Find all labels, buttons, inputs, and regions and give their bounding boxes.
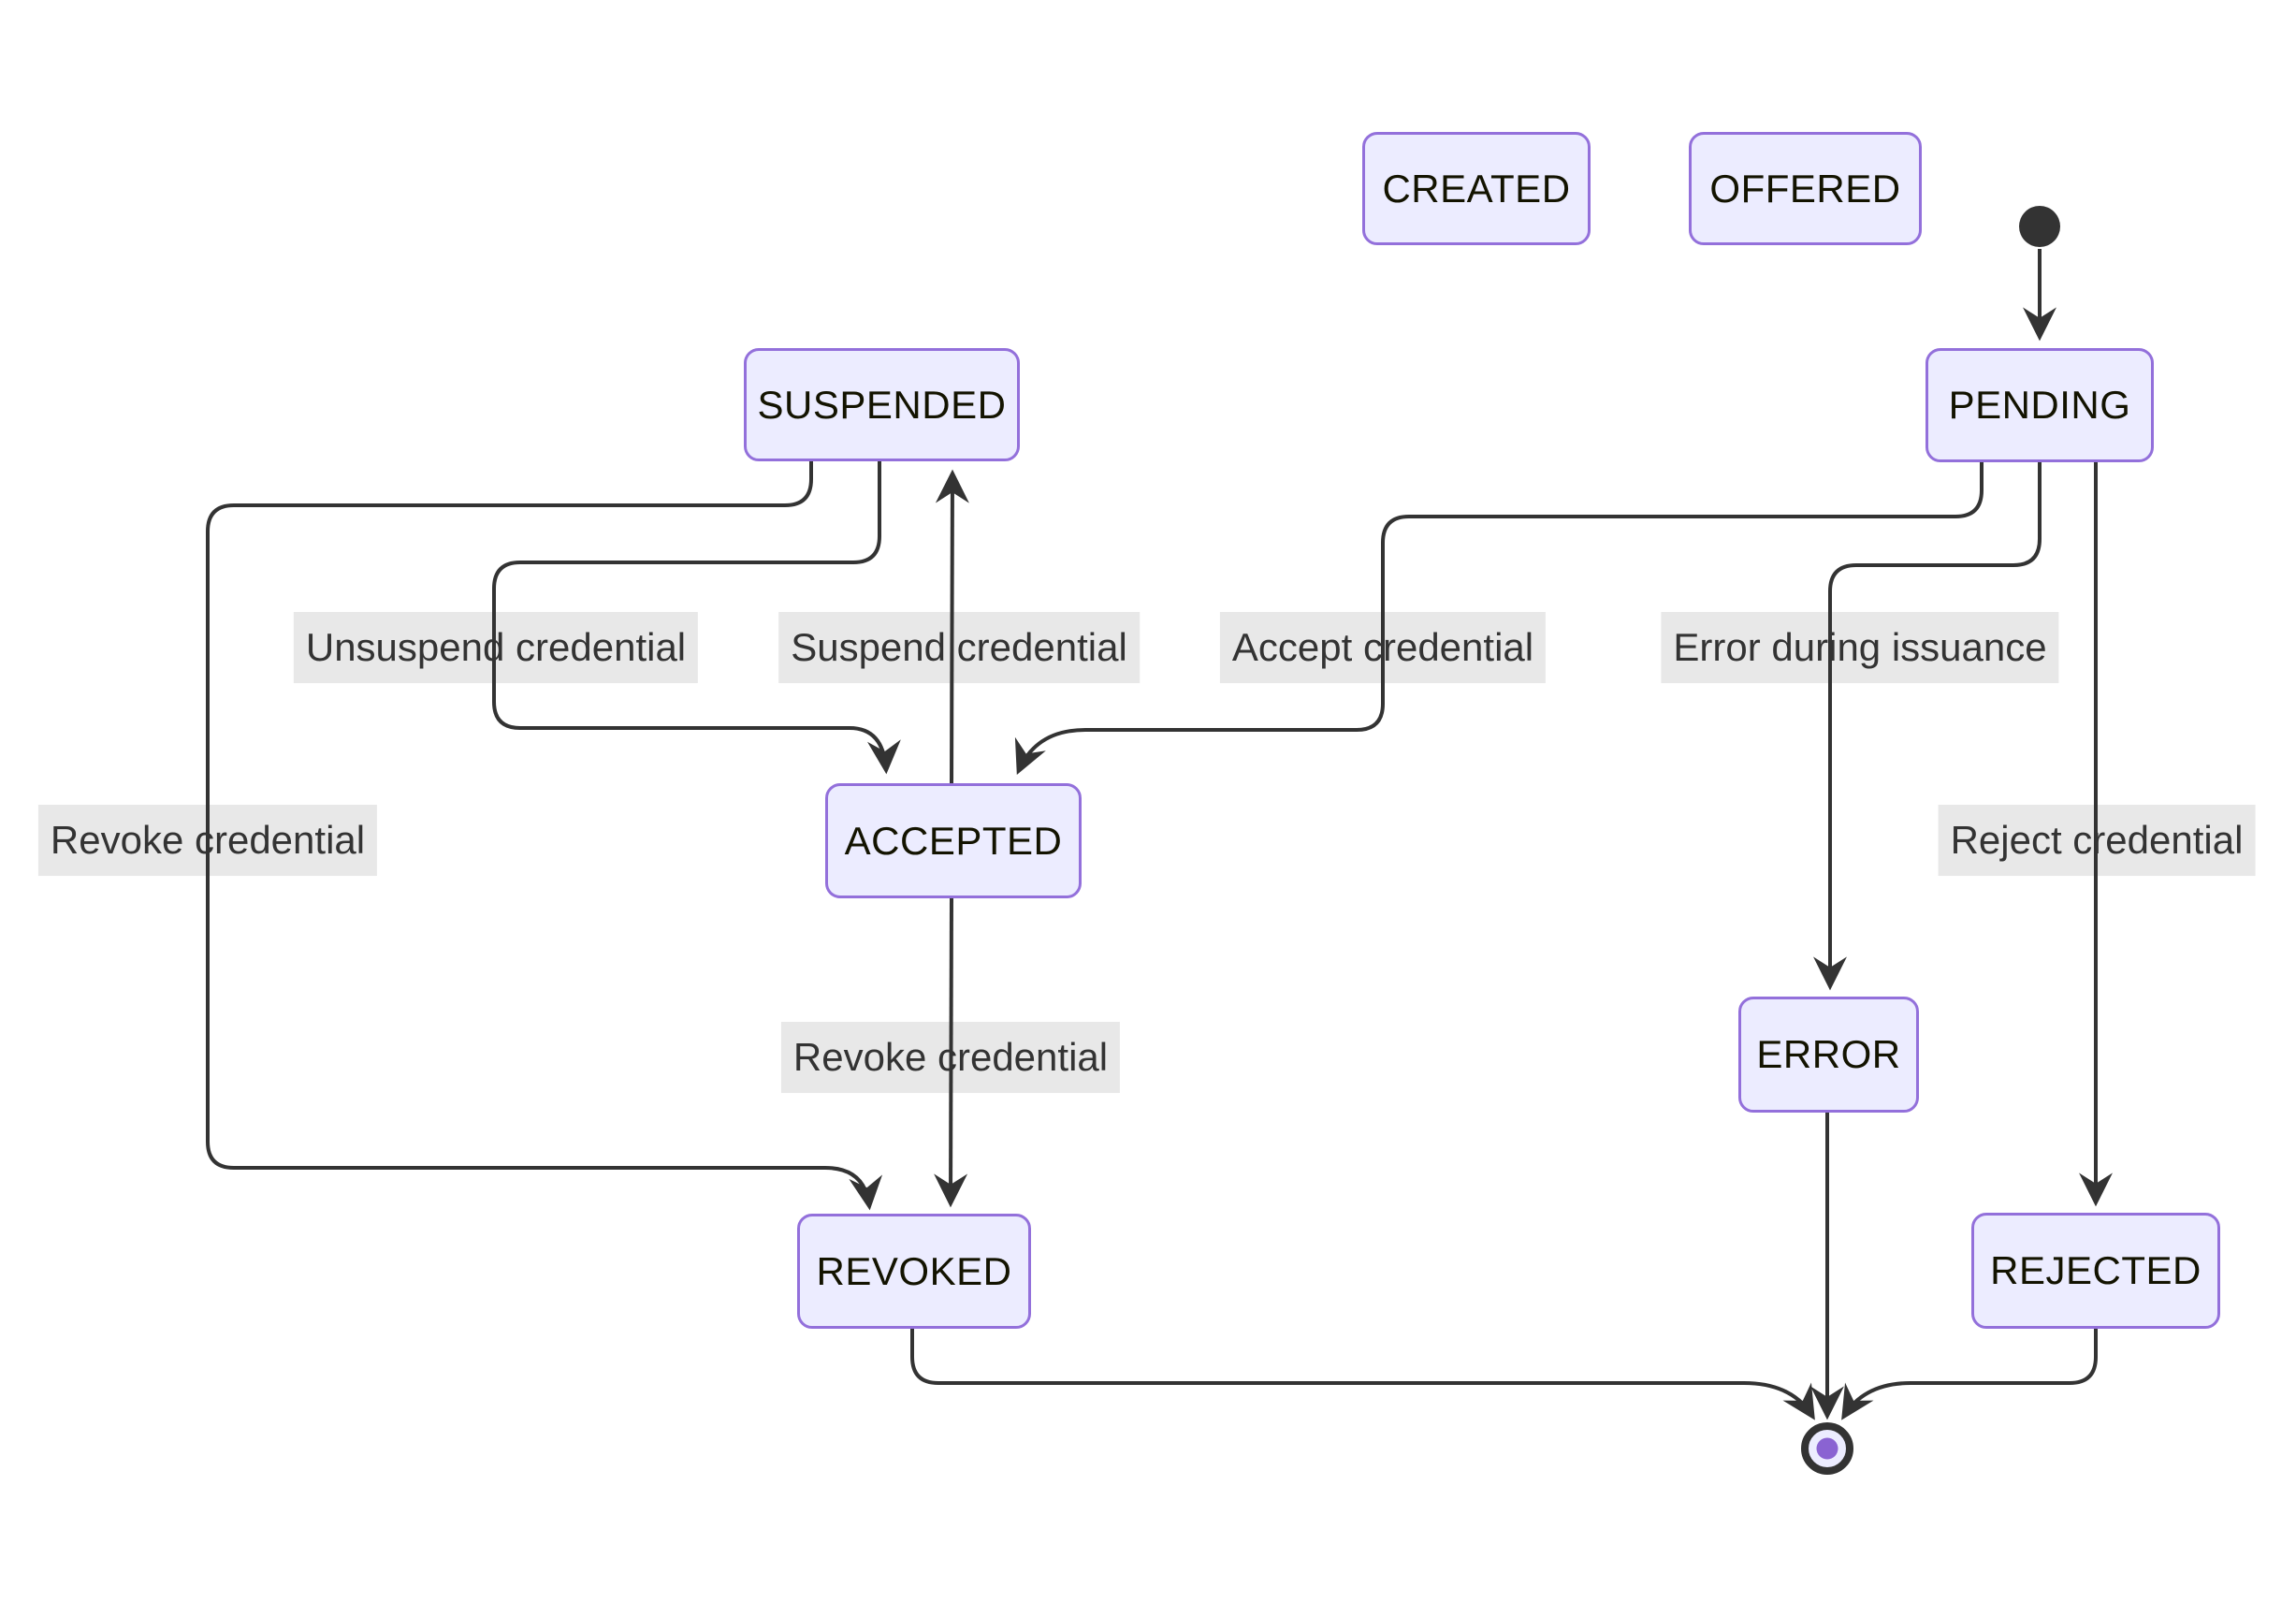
state-node-label: CREATED xyxy=(1382,166,1571,211)
state-node-rejected: REJECTED xyxy=(1971,1213,2220,1329)
state-node-suspended: SUSPENDED xyxy=(744,348,1020,461)
edge-label-reject-credential: Reject credential xyxy=(1938,805,2256,876)
final-state-icon xyxy=(1801,1422,1853,1475)
start-state-icon xyxy=(2019,206,2060,247)
state-node-revoked: REVOKED xyxy=(797,1214,1031,1329)
edge-label-error-during-issuance: Error during issuance xyxy=(1661,612,2059,683)
state-node-label: PENDING xyxy=(1948,383,2131,427)
edge-rejected-end xyxy=(1841,1329,2098,1420)
state-node-accepted: ACCEPTED xyxy=(825,783,1082,898)
state-node-created: CREATED xyxy=(1362,132,1591,245)
state-node-error: ERROR xyxy=(1738,997,1919,1113)
state-node-offered: OFFERED xyxy=(1689,132,1922,245)
state-node-label: SUSPENDED xyxy=(757,382,1007,427)
edge-label-revoke-credential-middle: Revoke credential xyxy=(780,1022,1121,1093)
state-node-label: ERROR xyxy=(1756,1032,1901,1076)
edge-label-accept-credential: Accept credential xyxy=(1219,612,1547,683)
state-node-label: REVOKED xyxy=(816,1248,1012,1293)
state-node-label: REJECTED xyxy=(1990,1248,2202,1292)
edge-label-revoke-credential-left: Revoke credential xyxy=(37,805,378,876)
state-node-label: OFFERED xyxy=(1709,166,1901,211)
edge-label-unsuspend-credential: Unsuspend credential xyxy=(293,612,699,683)
edge-pending-error xyxy=(1813,462,2042,991)
edge-revoked-end xyxy=(910,1329,1815,1420)
state-node-label: ACCEPTED xyxy=(844,818,1063,863)
state-node-pending: PENDING xyxy=(1925,348,2154,462)
edge-label-suspend-credential: Suspend credential xyxy=(778,612,1140,683)
